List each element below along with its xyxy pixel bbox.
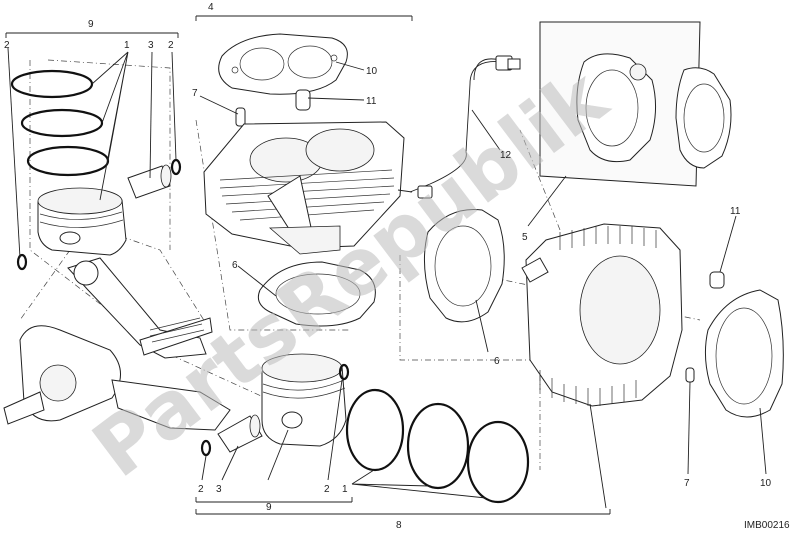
crankshaft xyxy=(3,257,231,431)
callout-7-upper: 7 xyxy=(192,88,198,99)
callout-2-upper-left: 2 xyxy=(4,40,10,51)
gasket-kit-inset xyxy=(539,21,732,187)
callout-1-lower: 1 xyxy=(342,484,348,495)
piston-upper xyxy=(37,187,127,256)
callout-10-upper: 10 xyxy=(366,66,378,77)
callout-9-lower: 9 xyxy=(266,502,272,513)
callout-12: 12 xyxy=(500,150,512,161)
callout-2-upper-right: 2 xyxy=(168,40,174,51)
bracket-lines xyxy=(5,15,611,515)
callout-5: 5 xyxy=(522,232,528,243)
callout-3-lower: 3 xyxy=(216,484,222,495)
dowel-pins xyxy=(235,89,725,383)
piston-lower xyxy=(200,353,350,457)
leader-lines xyxy=(7,47,767,509)
callout-1-upper: 1 xyxy=(124,40,130,51)
callout-6-right: 6 xyxy=(494,356,500,367)
callout-4: 4 xyxy=(208,2,214,13)
callout-labels: 1 2 3 2 9 4 10 7 11 6 12 5 11 6 7 10 2 3… xyxy=(4,2,772,531)
callout-2-lower-left: 2 xyxy=(198,484,204,495)
callout-8: 8 xyxy=(396,520,402,531)
callout-6-middle: 6 xyxy=(232,260,238,271)
callout-9-upper: 9 xyxy=(88,19,94,30)
head-gasket-upper xyxy=(218,33,348,95)
head-gasket-right xyxy=(423,208,505,323)
temperature-sensor xyxy=(409,55,521,199)
callout-11-right: 11 xyxy=(730,206,741,217)
callout-11-upper: 11 xyxy=(366,96,377,107)
piston-rings-lower xyxy=(345,388,530,504)
cylinder-upper xyxy=(203,121,405,255)
cylinder-lower xyxy=(521,223,683,407)
callout-10-right: 10 xyxy=(760,478,772,489)
piston-rings-upper xyxy=(10,69,110,177)
callout-2-lower-right: 2 xyxy=(324,484,330,495)
head-gasket-far-right xyxy=(704,289,784,418)
base-gasket-middle xyxy=(257,261,376,327)
callout-3-upper: 3 xyxy=(148,40,154,51)
image-code: IMB00216 xyxy=(744,520,790,531)
callout-7-right: 7 xyxy=(684,478,690,489)
